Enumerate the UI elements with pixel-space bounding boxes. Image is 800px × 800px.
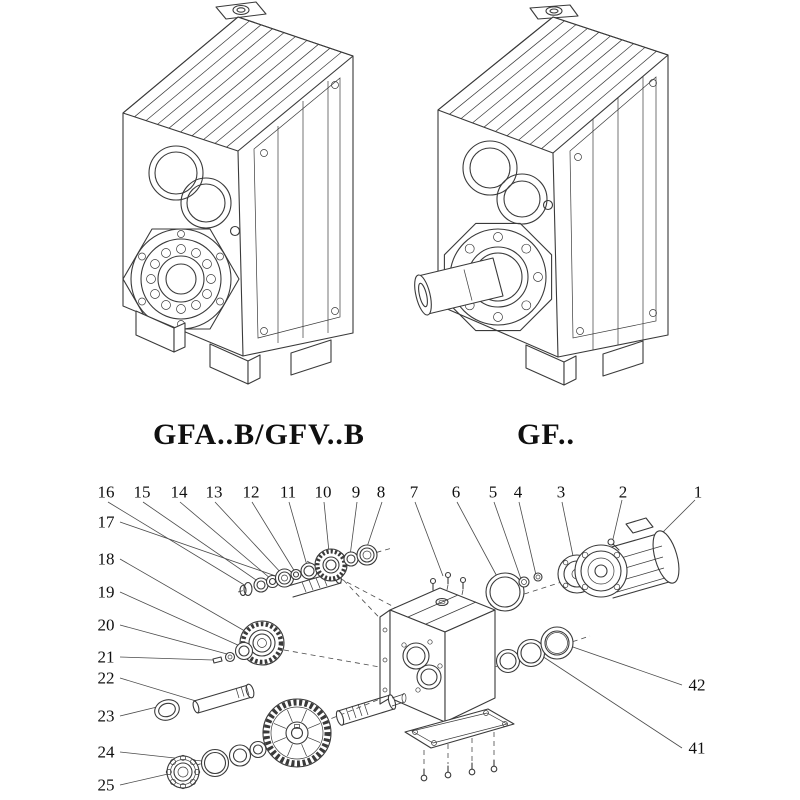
callout-leader-lines: [107, 499, 696, 786]
housing-silhouette: [437, 16, 669, 358]
cooling-fins: [134, 20, 342, 148]
part-callout-10: 10: [314, 482, 332, 502]
output-bearing: [122, 228, 240, 330]
input-pinion-shaft: [335, 693, 407, 726]
top-eye-boss: [215, 1, 267, 20]
electric-motor: [574, 517, 680, 599]
side-panel: [253, 77, 341, 343]
part-callout-23: 23: [97, 706, 115, 726]
output-shaft: [414, 257, 504, 316]
part-callout-8: 8: [376, 482, 386, 502]
seal-rings: [495, 626, 574, 674]
part-callout-41: 41: [688, 738, 706, 758]
intermediate-gear-cluster: [212, 620, 285, 666]
mounting-feet: [525, 340, 644, 386]
input-bearing-bosses: [462, 140, 554, 225]
part-callout-22: 22: [97, 668, 115, 688]
part-callout-2: 2: [618, 482, 628, 502]
output-gear: [262, 698, 332, 768]
figure-gearbox-flange-shaft: [398, 4, 708, 406]
part-callout-11: 11: [279, 482, 297, 502]
exploded-parts-diagram: [107, 499, 696, 790]
part-callout-13: 13: [205, 482, 223, 502]
model-label-right: GF..: [517, 418, 575, 451]
part-callout-19: 19: [97, 582, 115, 602]
part-callout-5: 5: [488, 482, 498, 502]
input-gear-train: [239, 544, 378, 598]
part-callout-9: 9: [351, 482, 361, 502]
cooling-fins: [449, 20, 657, 149]
part-callout-18: 18: [97, 549, 115, 569]
top-eye-boss: [529, 4, 579, 20]
part-callout-16: 16: [97, 482, 115, 502]
part-callout-21: 21: [97, 647, 115, 667]
pinion-shaft-and-ring: [154, 683, 255, 721]
part-callout-3: 3: [556, 482, 566, 502]
bottom-cover-plate: [404, 708, 515, 782]
bearing-row: [165, 740, 267, 790]
part-callout-42: 42: [688, 675, 706, 695]
housing-bolts: [429, 571, 467, 591]
figure-gearbox-foot-mounted: [88, 0, 398, 402]
gearbox-drawing-gfab-gfvb: [122, 1, 354, 385]
part-callout-14: 14: [170, 482, 188, 502]
part-callout-24: 24: [97, 742, 115, 762]
part-callout-7: 7: [409, 482, 419, 502]
gearbox-drawing-gf: [414, 4, 669, 386]
housing-silhouette: [122, 16, 354, 357]
input-bearing-bosses: [148, 145, 241, 237]
part-callout-25: 25: [97, 775, 115, 795]
part-callout-20: 20: [97, 615, 115, 635]
part-callout-6: 6: [451, 482, 461, 502]
part-callout-4: 4: [513, 482, 523, 502]
gear-housing: [379, 587, 496, 723]
part-callout-17: 17: [97, 512, 115, 532]
part-callout-1: 1: [693, 482, 703, 502]
part-callout-12: 12: [242, 482, 260, 502]
model-label-left: GFA..B/GFV..B: [153, 418, 365, 451]
part-callout-15: 15: [133, 482, 151, 502]
mounting-feet: [135, 310, 332, 385]
side-panel: [569, 76, 657, 350]
gasket-and-fasteners: [485, 572, 543, 612]
